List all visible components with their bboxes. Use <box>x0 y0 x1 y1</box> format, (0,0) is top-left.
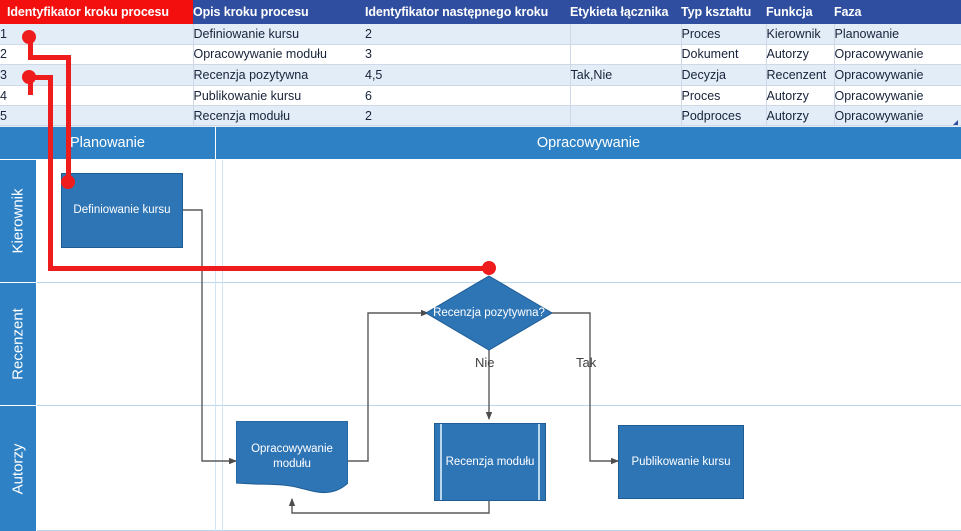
shape-publikowanie-kursu[interactable]: Publikowanie kursu <box>618 425 744 499</box>
annotation-dot-row1 <box>22 30 36 44</box>
column-header-etykieta[interactable]: Etykieta łącznika <box>570 0 681 24</box>
table-row[interactable]: 1 Definiowanie kursu 2 Proces Kierownik … <box>0 23 961 45</box>
table-row[interactable]: 4 Publikowanie kursu 6 Proces Autorzy Op… <box>0 85 961 107</box>
phase-label: Planowanie <box>70 135 145 151</box>
connector-label-tak: Tak <box>576 355 596 370</box>
annotation-line-b-seg1 <box>28 75 33 95</box>
connector-label-text: Tak <box>576 355 597 370</box>
column-header-id[interactable]: Identyfikator kroku procesu <box>0 0 193 24</box>
cell-next: 2 <box>365 105 570 127</box>
table-row[interactable]: 2 Opracowywanie modułu 3 Dokument Autorz… <box>0 44 961 66</box>
shape-label: Definiowanie kursu <box>73 204 171 217</box>
swimlane-diagram: Planowanie Opracowywanie Kierownik Recen… <box>0 127 961 531</box>
lane-body-kierownik <box>37 160 961 282</box>
cell-funkcja: Autorzy <box>765 105 834 127</box>
annotation-line-a-seg2 <box>28 55 71 60</box>
phase-header-opracowywanie: Opracowywanie <box>216 127 961 159</box>
cell-opis: Publikowanie kursu <box>192 85 365 107</box>
cell-typ: Proces <box>680 23 766 45</box>
connector-label-text: Nie <box>475 355 495 370</box>
cell-funkcja: Recenzent <box>765 64 834 86</box>
cell-id: 1 <box>0 23 193 45</box>
shape-label: Recenzja modułu <box>445 455 535 468</box>
cell-typ: Proces <box>680 85 766 107</box>
cell-faza: Opracowywanie <box>833 105 961 127</box>
annotation-line-a-seg1 <box>28 36 33 60</box>
cell-etykieta <box>569 85 681 107</box>
annotation-dot-row3 <box>22 70 36 84</box>
cell-typ: Dokument <box>680 44 766 66</box>
cell-etykieta <box>569 44 681 66</box>
annotation-dot-decision <box>482 261 496 275</box>
connector-tak-to-publikowanie <box>550 312 619 465</box>
process-steps-table: Identyfikator kroku procesu Opis kroku p… <box>0 0 961 127</box>
cell-etykieta <box>569 23 681 45</box>
connector-opracowywanie-to-decyzja <box>348 309 429 462</box>
phase-header-planowanie: Planowanie <box>0 127 215 159</box>
cell-opis: Opracowywanie modułu <box>192 44 365 66</box>
table-resize-handle-icon[interactable] <box>953 120 958 125</box>
table-row[interactable]: 3 Recenzja pozytywna 4,5 Tak,Nie Decyzja… <box>0 64 961 86</box>
cell-opis: Definiowanie kursu <box>192 23 365 45</box>
annotation-line-a-seg3 <box>66 55 71 183</box>
lane-header-kierownik[interactable]: Kierownik <box>0 160 36 282</box>
column-header-next-id[interactable]: Identyfikator następnego kroku <box>365 0 570 24</box>
cell-next: 4,5 <box>365 64 570 86</box>
column-header-funkcja[interactable]: Funkcja <box>766 0 834 24</box>
connector-recenzja-modulu-back-to-opracowywanie <box>288 498 490 514</box>
column-header-opis[interactable]: Opis kroku procesu <box>193 0 365 24</box>
table-row[interactable]: 5 Recenzja modułu 2 Podproces Autorzy Op… <box>0 105 961 127</box>
shape-recenzja-pozytywna-decision[interactable] <box>425 275 553 351</box>
cell-id: 5 <box>0 105 193 127</box>
lane-header-autorzy[interactable]: Autorzy <box>0 406 36 531</box>
connector-label-nie: Nie <box>475 355 495 370</box>
phase-separator <box>215 160 216 531</box>
cell-opis: Recenzja pozytywna <box>192 64 365 86</box>
shape-opracowywanie-modulu-document[interactable] <box>236 421 348 501</box>
lane-separator <box>37 405 961 406</box>
cell-next: 2 <box>365 23 570 45</box>
annotation-line-b-seg4 <box>48 266 492 271</box>
table-header-row: Identyfikator kroku procesu Opis kroku p… <box>0 0 961 24</box>
cell-faza: Opracowywanie <box>833 85 961 107</box>
cell-funkcja: Kierownik <box>765 23 834 45</box>
shape-definiowanie-kursu[interactable]: Definiowanie kursu <box>61 173 183 248</box>
annotation-dot-definiowanie-kursu <box>61 175 75 189</box>
column-header-typ[interactable]: Typ kształtu <box>681 0 766 24</box>
cell-etykieta: Tak,Nie <box>569 64 681 86</box>
cell-faza: Planowanie <box>833 23 961 45</box>
shape-label: Publikowanie kursu <box>631 455 731 468</box>
cell-faza: Opracowywanie <box>833 64 961 86</box>
connector-layer <box>182 209 619 514</box>
cell-next: 3 <box>365 44 570 66</box>
cell-typ: Podproces <box>680 105 766 127</box>
shape-recenzja-modulu-subprocess[interactable]: Recenzja modułu <box>434 423 546 501</box>
cell-funkcja: Autorzy <box>765 85 834 107</box>
annotation-line-b-seg2 <box>28 75 53 80</box>
annotation-line-b-seg3 <box>48 75 53 271</box>
cell-opis: Recenzja modułu <box>192 105 365 127</box>
phase-separator <box>222 160 223 531</box>
phase-header-bar: Planowanie Opracowywanie <box>0 127 961 159</box>
cell-etykieta <box>569 105 681 127</box>
phase-label: Opracowywanie <box>536 135 641 151</box>
cell-typ: Decyzja <box>680 64 766 86</box>
cell-faza: Opracowywanie <box>833 44 961 66</box>
cell-next: 6 <box>365 85 570 107</box>
connector-definiowanie-to-opracowywanie <box>182 209 237 465</box>
column-header-faza[interactable]: Faza <box>834 0 961 24</box>
table-bottom-edge <box>0 125 961 128</box>
cell-funkcja: Autorzy <box>765 44 834 66</box>
lane-header-recenzent[interactable]: Recenzent <box>0 283 36 405</box>
